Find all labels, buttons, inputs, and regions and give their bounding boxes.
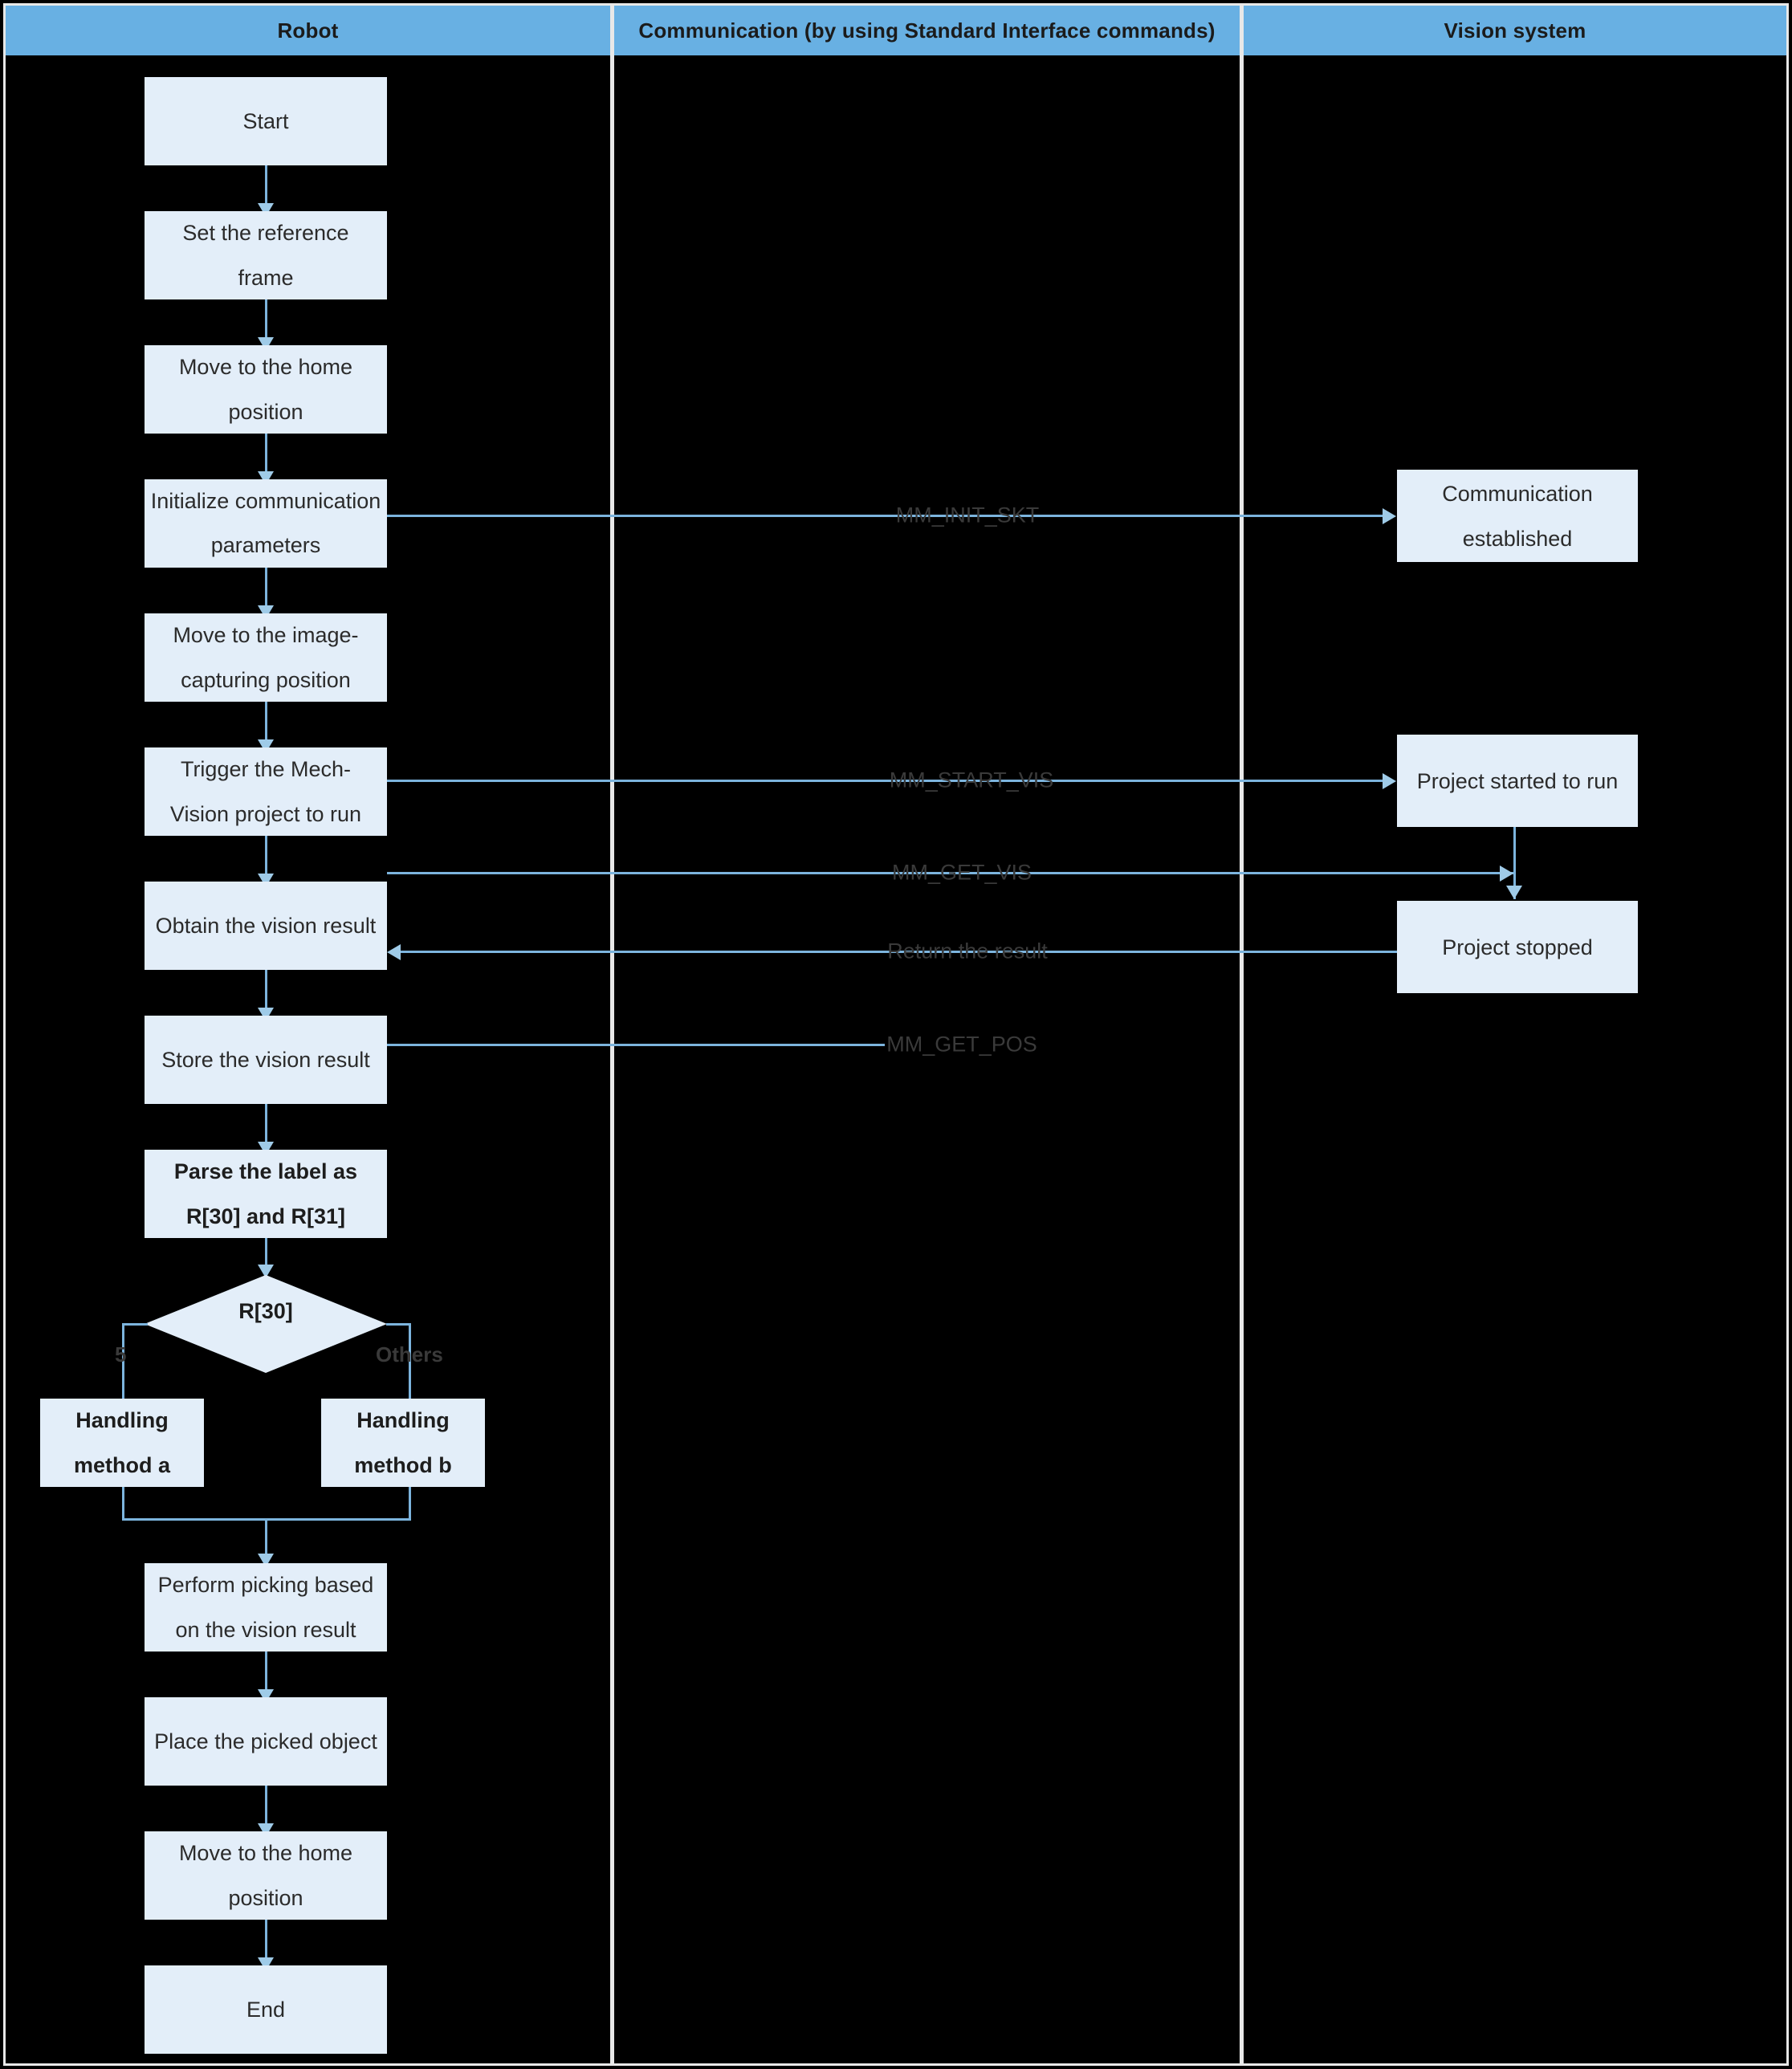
node-move-capture-position[interactable]: Move to the image-capturing position: [145, 613, 387, 702]
node-handling-method-a-label: Handling method a: [73, 1408, 170, 1477]
lane-header-communication: Communication (by using Standard Interfa…: [614, 6, 1240, 55]
node-handling-method-b[interactable]: Handling method b: [321, 1399, 485, 1487]
node-set-reference-frame-label: Set the reference frame: [182, 221, 349, 290]
edge-decision-right-h: [386, 1323, 411, 1326]
node-trigger-mech-vision[interactable]: Trigger the Mech-Vision project to run: [145, 747, 387, 836]
node-start[interactable]: Start: [145, 77, 387, 165]
node-end-label: End: [246, 1998, 286, 2022]
node-move-home-1[interactable]: Move to the home position: [145, 345, 387, 434]
node-move-home-1-label: Move to the home position: [178, 355, 353, 424]
edge-pick-to-place: [265, 1652, 267, 1696]
node-perform-picking-label: Perform picking based on the vision resu…: [157, 1573, 374, 1642]
edge-init-to-capturepos: [265, 568, 267, 613]
lane-header-vision-label: Vision system: [1444, 18, 1586, 43]
arrowhead-mm-start-vis: [1383, 773, 1396, 789]
decision-diamond-shape: [145, 1275, 387, 1373]
msg-mm-get-vis-label: MM_GET_VIS: [891, 860, 1032, 885]
msg-mm-init-skt-label: MM_INIT_SKT: [895, 503, 1040, 527]
edge-trigger-to-obtain: [265, 836, 267, 881]
lane-header-robot-label: Robot: [277, 18, 339, 43]
edge-start-to-setframe: [265, 165, 267, 210]
node-end[interactable]: End: [145, 1965, 387, 2054]
node-init-communication-label: Initialize communication parameters: [150, 489, 381, 557]
node-init-communication[interactable]: Initialize communication parameters: [145, 479, 387, 568]
node-project-stopped[interactable]: Project stopped: [1397, 901, 1638, 993]
edge-decision-left-v: [122, 1323, 124, 1428]
branch-label-5: 5: [115, 1342, 127, 1366]
msg-return-result-label: Return the result: [887, 939, 1048, 963]
edge-mm-start-vis: [387, 780, 1383, 782]
node-project-started-label: Project started to run: [1416, 768, 1619, 793]
edge-decision-left-h: [122, 1323, 148, 1326]
node-store-vision-result[interactable]: Store the vision result: [145, 1016, 387, 1104]
node-place-object-label: Place the picked object: [154, 1729, 377, 1753]
node-move-home-2[interactable]: Move to the home position: [145, 1831, 387, 1920]
edge-mm-get-vis: [387, 872, 1514, 874]
node-start-label: Start: [242, 109, 289, 133]
edge-setframe-to-home1: [265, 299, 267, 344]
node-handling-method-b-label: Handling method b: [354, 1408, 452, 1477]
node-project-started[interactable]: Project started to run: [1397, 735, 1638, 827]
node-project-stopped-label: Project stopped: [1442, 935, 1593, 959]
arrowhead-started-to-stopped: [1506, 886, 1522, 899]
node-place-object[interactable]: Place the picked object: [145, 1697, 387, 1786]
edge-parse-to-decision: [265, 1238, 267, 1276]
node-obtain-vision-result-label: Obtain the vision result: [155, 914, 377, 938]
node-communication-established-label: Communication established: [1442, 481, 1593, 551]
node-obtain-vision-result[interactable]: Obtain the vision result: [145, 882, 387, 970]
node-parse-label-text: Parse the label as R[30] and R[31]: [173, 1159, 358, 1228]
node-handling-method-a[interactable]: Handling method a: [40, 1399, 204, 1487]
node-store-vision-result-label: Store the vision result: [161, 1048, 370, 1072]
arrowhead-parse-to-decision: [258, 1265, 274, 1278]
lane-divider-2: [1240, 3, 1244, 2066]
edge-return-the-result: [401, 951, 1397, 953]
node-communication-established[interactable]: Communication established: [1397, 470, 1638, 562]
arrowhead-return-the-result: [387, 944, 401, 960]
edge-merge-to-pick: [265, 1518, 267, 1562]
edge-started-to-stopped: [1513, 827, 1516, 899]
arrowhead-mm-get-vis: [1500, 865, 1513, 882]
edge-obtain-to-store: [265, 970, 267, 1015]
edge-method-b-down: [409, 1487, 411, 1521]
arrowhead-mm-init-skt: [1383, 508, 1396, 524]
edge-mm-init-skt: [387, 515, 1383, 517]
lane-header-communication-label: Communication (by using Standard Interfa…: [638, 18, 1216, 43]
edge-capturepos-to-trigger: [265, 702, 267, 747]
lane-header-robot: Robot: [6, 6, 610, 55]
node-trigger-mech-vision-label: Trigger the Mech-Vision project to run: [169, 757, 362, 826]
msg-mm-get-pos-label: MM_GET_POS: [886, 1032, 1037, 1057]
node-move-capture-position-label: Move to the image-capturing position: [173, 623, 359, 692]
edge-store-to-parse: [265, 1104, 267, 1149]
branch-label-others: Others: [376, 1342, 443, 1366]
decision-r30[interactable]: R[30]: [145, 1275, 387, 1373]
edge-home2-to-end: [265, 1920, 267, 1965]
node-perform-picking[interactable]: Perform picking based on the vision resu…: [145, 1563, 387, 1652]
edge-method-a-down: [122, 1487, 124, 1521]
swimlane-header-row: Robot Communication (by using Standard I…: [6, 6, 1786, 55]
lane-header-vision-system: Vision system: [1244, 6, 1786, 55]
diagram-frame: [3, 3, 1789, 2066]
edge-home1-to-init: [265, 434, 267, 479]
edge-place-to-home2: [265, 1786, 267, 1831]
decision-r30-label: R[30]: [238, 1299, 293, 1323]
edge-mm-get-pos: [387, 1044, 885, 1046]
lane-divider-1: [610, 3, 614, 2066]
node-move-home-2-label: Move to the home position: [178, 1841, 353, 1910]
msg-mm-start-vis-label: MM_START_VIS: [889, 768, 1054, 792]
node-set-reference-frame[interactable]: Set the reference frame: [145, 211, 387, 299]
edge-decision-right-v: [409, 1323, 411, 1428]
node-parse-label[interactable]: Parse the label as R[30] and R[31]: [145, 1150, 387, 1238]
